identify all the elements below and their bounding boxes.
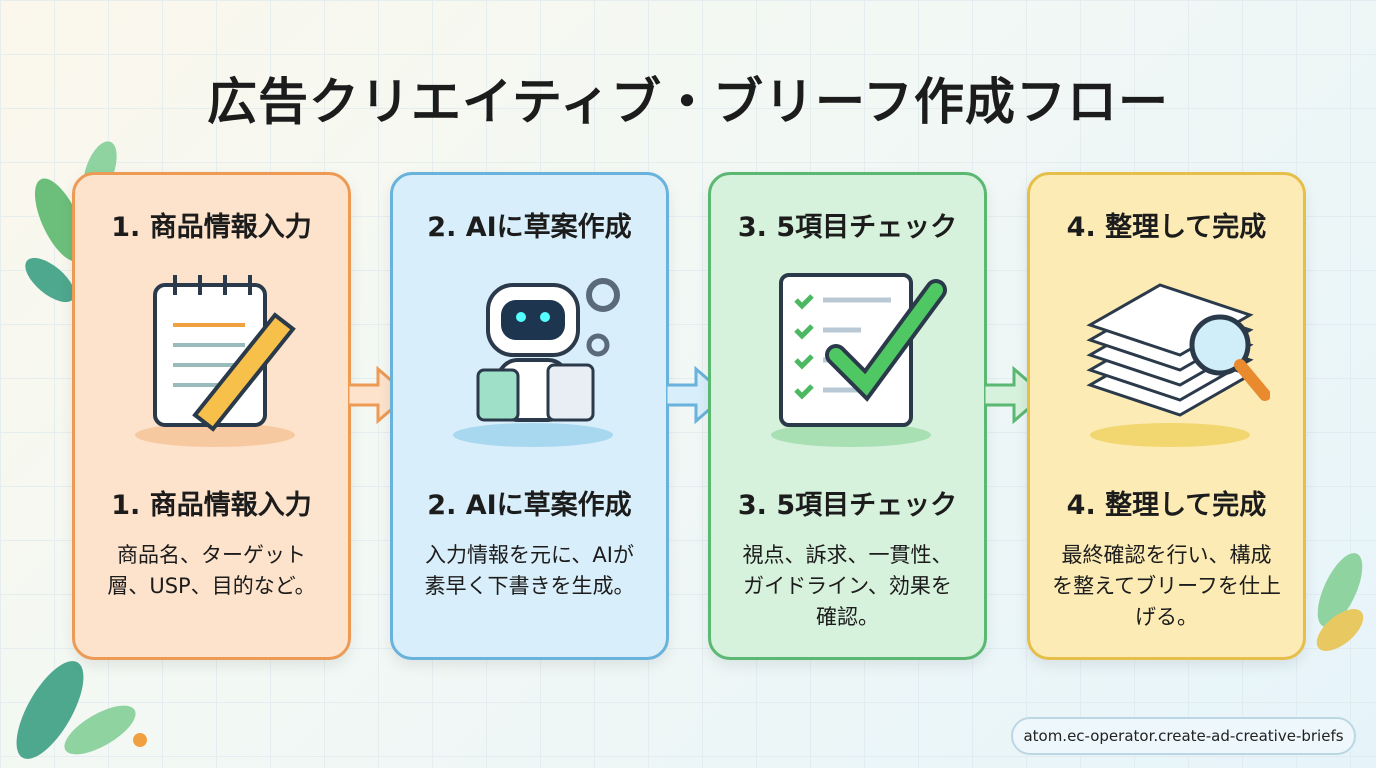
step-title: 3. 5項目チェック (737, 490, 958, 521)
step-title: 4. 整理して完成 (1066, 212, 1267, 243)
robot-icon (453, 278, 620, 447)
step-card-1: 1. 商品情報入力 1. 商品情報入力 商品名、ターゲット層、USP、目的など。 (72, 172, 351, 660)
notepad-pencil-icon (135, 275, 296, 447)
documents-magnifier-icon (1086, 283, 1270, 447)
step-card-4: 4. 整理して完成 4. 整理して完成 最終確認を行い、構成を整えてブリーフを仕… (1027, 172, 1306, 660)
step-description: 視点、訴求、一貫性、ガイドライン、効果を確認。 (742, 543, 953, 629)
step-title: 2. AIに草案作成 (427, 490, 632, 521)
step-description: 商品名、ターゲット層、USP、目的など。 (107, 543, 316, 598)
leaf-decoration-icon (16, 661, 147, 759)
step-title: 4. 整理して完成 (1066, 490, 1267, 521)
leaf-decoration-icon (1316, 553, 1364, 651)
step-card-2: 2. AIに草案作成 2. AIに草案作成 入力情報を元に、AIが素早く下書きを… (390, 172, 669, 660)
checklist-icon (771, 273, 947, 447)
step-description: 最終確認を行い、構成を整えてブリーフを仕上げる。 (1052, 543, 1281, 629)
page-title: 広告クリエイティブ・ブリーフ作成フロー (207, 73, 1169, 131)
step-card-3: 3. 5項目チェック 3. 5項目チェック 視点、訴求、一貫性、ガイドライン、効… (708, 172, 987, 660)
step-title: 2. AIに草案作成 (427, 212, 632, 243)
step-title: 1. 商品情報入力 (111, 490, 312, 521)
footer-tag: atom.ec-operator.create-ad-creative-brie… (1011, 717, 1356, 755)
step-title: 3. 5項目チェック (737, 212, 958, 243)
step-title: 1. 商品情報入力 (111, 212, 312, 243)
step-description: 入力情報を元に、AIが素早く下書きを生成。 (424, 543, 635, 598)
